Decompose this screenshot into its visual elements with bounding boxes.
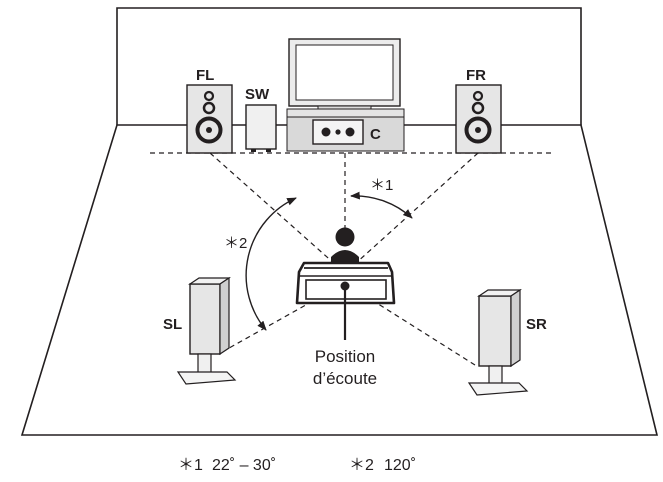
sw-foot-right — [266, 149, 271, 152]
fl-woofer-cap — [206, 127, 212, 133]
sr-base — [467, 382, 529, 396]
listener-body — [331, 250, 359, 265]
surround-left-speaker — [176, 276, 237, 385]
center-speaker — [312, 119, 364, 145]
center-woofer-right — [345, 127, 355, 137]
footnote-1-marker: ＊1 — [178, 457, 203, 474]
sl-base — [176, 371, 237, 385]
fl-woofer — [195, 116, 223, 144]
fr-woofer-cap — [475, 127, 481, 133]
front-angle-marker: ＊1 — [370, 177, 393, 194]
surround-angle-marker: ＊2 — [224, 235, 247, 252]
sl-label: SL — [163, 316, 182, 333]
tv — [288, 38, 401, 112]
cabinet-top — [286, 108, 405, 118]
sr-body — [478, 295, 512, 367]
sr-label: SR — [526, 316, 547, 333]
sw-foot-left — [251, 149, 256, 152]
angle-arcs — [245, 191, 413, 331]
listening-position-line1: Position — [315, 347, 375, 366]
center-woofer-left — [321, 127, 331, 137]
listening-point — [340, 281, 350, 291]
center-label: C — [370, 126, 381, 143]
room-back-wall — [116, 7, 582, 125]
arc-front — [350, 191, 413, 219]
sl-side-right — [219, 276, 230, 356]
room-floor — [20, 124, 659, 436]
sr-side-right — [510, 288, 521, 368]
fl-tweeter — [203, 90, 215, 102]
footnote-2-value: 120˚ — [384, 457, 416, 474]
fl-mid — [202, 101, 216, 115]
arc-surround — [245, 197, 297, 331]
listener-head — [335, 227, 355, 247]
sl-body — [189, 283, 221, 355]
surround-right-speaker — [467, 288, 529, 396]
footnote-1-value: 22˚ – 30˚ — [212, 457, 276, 474]
center-tweeter — [335, 129, 341, 135]
fr-tweeter — [472, 90, 484, 102]
footnote-2-marker: ＊2 — [349, 457, 374, 474]
front-right-speaker — [455, 84, 502, 154]
front-left-speaker — [186, 84, 233, 154]
line-fr — [344, 152, 479, 274]
sr-post — [488, 365, 503, 385]
footnotes: ＊1 22˚ – 30˚ ＊2 120˚ — [178, 457, 416, 474]
line-fl — [209, 152, 346, 274]
sl-post — [197, 353, 212, 374]
room — [20, 7, 659, 436]
fr-mid — [471, 101, 485, 115]
listener — [295, 227, 396, 340]
fr-woofer — [464, 116, 492, 144]
tv-screen — [295, 44, 394, 101]
listening-position-line2: d’écoute — [313, 369, 377, 388]
fl-label: FL — [196, 67, 214, 84]
sw-label: SW — [245, 86, 270, 103]
sw-body — [245, 104, 277, 150]
fr-label: FR — [466, 67, 486, 84]
subwoofer — [245, 104, 277, 152]
